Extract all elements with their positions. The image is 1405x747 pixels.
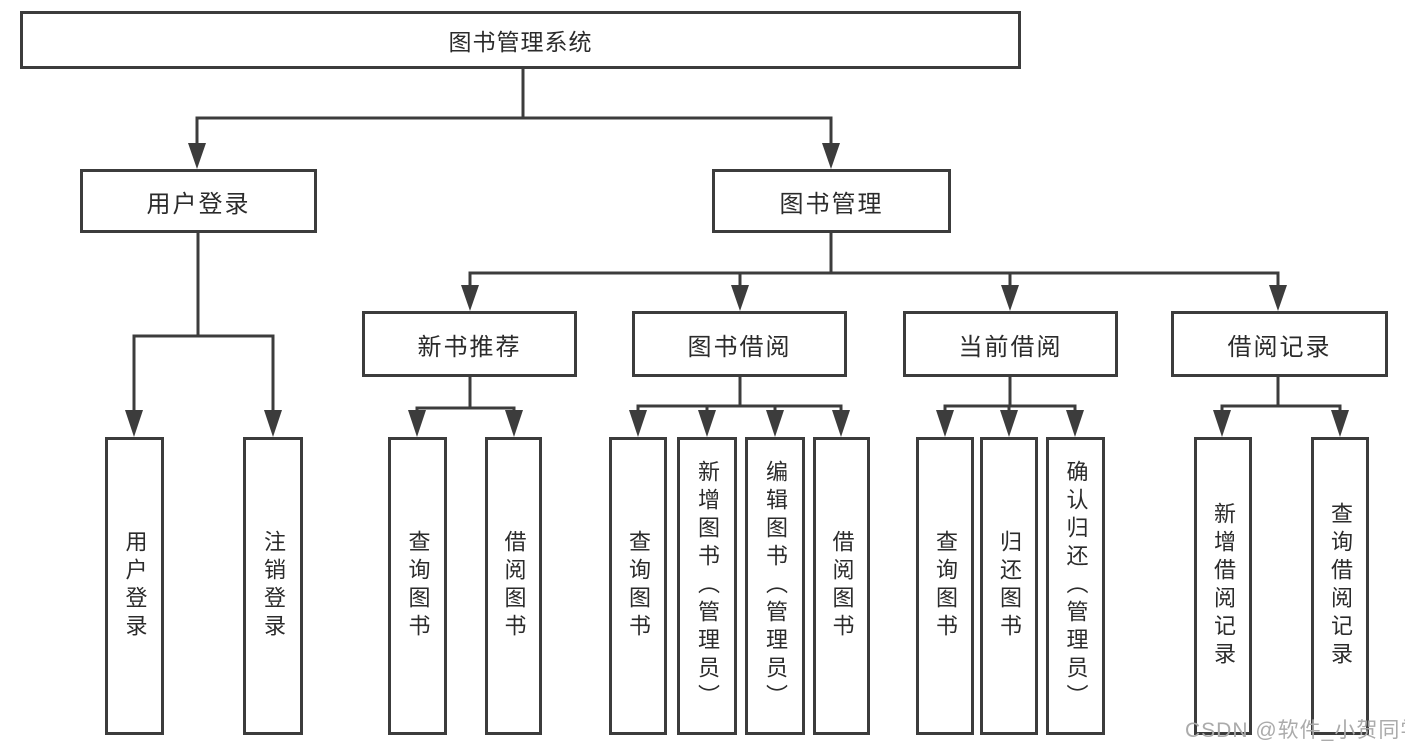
leaf-query-books-current-label: 查询图书 bbox=[933, 530, 958, 642]
leaf-edit-books-admin: 编辑图书（管理员） bbox=[745, 437, 805, 735]
leaf-add-books-admin-label: 新增图书（管理员） bbox=[695, 460, 720, 712]
node-current-borrowing: 当前借阅 bbox=[903, 311, 1118, 377]
node-user-login-label: 用户登录 bbox=[146, 190, 251, 218]
leaf-query-books-recommend-label: 查询图书 bbox=[405, 530, 431, 642]
node-borrowing-records-label: 借阅记录 bbox=[1227, 333, 1332, 361]
leaf-query-borrow-record: 查询借阅记录 bbox=[1311, 437, 1369, 735]
leaf-borrow-books-borrowing-label: 借阅图书 bbox=[829, 530, 855, 642]
leaf-confirm-return-admin: 确认归还（管理员） bbox=[1046, 437, 1105, 735]
leaf-edit-books-admin-label: 编辑图书（管理员） bbox=[763, 460, 788, 712]
leaf-confirm-return-admin-label: 确认归还（管理员） bbox=[1063, 460, 1089, 712]
node-library-management-system-label: 图书管理系统 bbox=[448, 29, 593, 55]
leaf-add-books-admin: 新增图书（管理员） bbox=[677, 437, 737, 735]
leaf-logout: 注销登录 bbox=[243, 437, 303, 735]
leaf-add-borrow-record: 新增借阅记录 bbox=[1194, 437, 1252, 735]
leaf-query-books-current: 查询图书 bbox=[916, 437, 974, 735]
leaf-user-login: 用户登录 bbox=[105, 437, 164, 735]
leaf-return-books: 归还图书 bbox=[980, 437, 1038, 735]
leaf-borrow-books-borrowing: 借阅图书 bbox=[813, 437, 870, 735]
node-book-borrowing-label: 图书借阅 bbox=[687, 333, 792, 361]
node-new-book-recommendation: 新书推荐 bbox=[362, 311, 577, 377]
node-library-management-system: 图书管理系统 bbox=[20, 11, 1021, 69]
node-current-borrowing-label: 当前借阅 bbox=[958, 333, 1063, 361]
node-user-login: 用户登录 bbox=[80, 169, 317, 233]
node-borrowing-records: 借阅记录 bbox=[1171, 311, 1388, 377]
leaf-query-books-borrowing: 查询图书 bbox=[609, 437, 667, 735]
leaf-query-borrow-record-label: 查询借阅记录 bbox=[1328, 502, 1353, 670]
leaf-query-books-borrowing-label: 查询图书 bbox=[626, 530, 651, 642]
leaf-logout-label: 注销登录 bbox=[261, 530, 286, 642]
node-book-management: 图书管理 bbox=[712, 169, 951, 233]
leaf-query-books-recommend: 查询图书 bbox=[388, 437, 447, 735]
leaf-borrow-books-recommend: 借阅图书 bbox=[485, 437, 542, 735]
node-book-management-label: 图书管理 bbox=[779, 190, 884, 218]
node-new-book-recommendation-label: 新书推荐 bbox=[417, 333, 522, 361]
arrowhead-icons bbox=[125, 143, 1349, 437]
node-book-borrowing: 图书借阅 bbox=[632, 311, 847, 377]
leaf-add-borrow-record-label: 新增借阅记录 bbox=[1211, 502, 1236, 670]
leaf-borrow-books-recommend-label: 借阅图书 bbox=[501, 530, 527, 642]
leaf-user-login-label: 用户登录 bbox=[122, 530, 148, 642]
leaf-return-books-label: 归还图书 bbox=[997, 530, 1022, 642]
watermark: CSDN @软件_小贺同学 bbox=[1185, 719, 1405, 742]
